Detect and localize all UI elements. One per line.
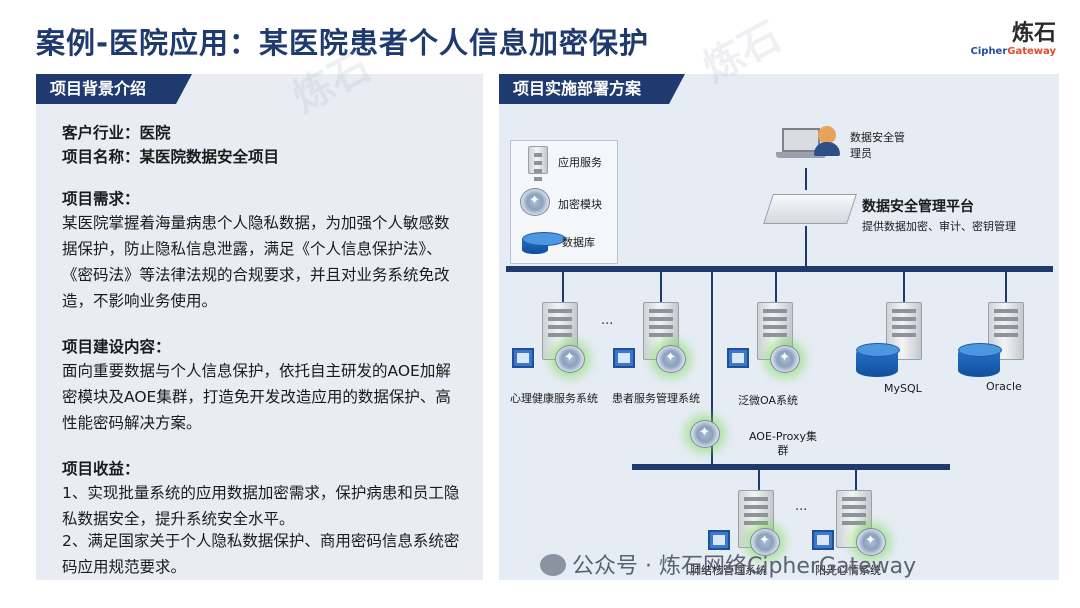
admin-label: 数据安全管理员	[850, 131, 905, 160]
platform-subtitle: 提供数据加密、审计、密钥管理	[862, 220, 1016, 233]
wechat-icon	[540, 554, 566, 576]
benefit-2: 2、满足国家关于个人隐私数据保护、商用密码信息系统密码应用规范要求。	[62, 532, 460, 576]
crypto-module-icon	[750, 528, 780, 556]
system-label: 肺结核管理系统	[690, 564, 767, 577]
db-label-mysql: MySQL	[884, 382, 922, 395]
system-label: 阳光心情系统	[815, 564, 881, 577]
legend-crypto-icon	[520, 188, 550, 216]
app-window-icon	[512, 348, 534, 368]
project-name: 项目名称：某医院数据安全项目	[62, 148, 280, 166]
link-sys2	[660, 272, 662, 304]
link-sys3	[775, 272, 777, 304]
db-label-oracle: Oracle	[986, 380, 1022, 393]
app-window-icon	[613, 348, 635, 368]
link-sys4	[758, 470, 760, 492]
database-icon	[856, 343, 900, 377]
requirements-text: 某医院掌握着海量病患个人隐私数据，为加强个人敏感数据保护，防止隐私信息泄露，满足…	[62, 214, 450, 310]
proxy-link-line	[711, 272, 713, 464]
proxy-bus-line	[632, 464, 950, 470]
crypto-module-icon	[555, 345, 585, 373]
database-icon	[958, 343, 1002, 377]
deployment-header: 项目实施部署方案	[499, 74, 685, 104]
aoe-proxy-icon	[690, 420, 720, 448]
link-sys1	[562, 272, 564, 304]
benefits-title: 项目收益：	[62, 460, 140, 478]
admin-link-line	[805, 168, 807, 190]
crypto-module-icon	[856, 528, 886, 556]
legend-db: 数据库	[562, 236, 595, 249]
platform-link-line	[805, 226, 807, 268]
system-label: 泛微OA系统	[738, 394, 798, 407]
main-bus-line	[506, 266, 1053, 272]
platform-appliance-icon	[763, 194, 857, 224]
legend-server-icon	[528, 146, 548, 174]
legend-db-icon	[522, 232, 566, 254]
cipher-gateway-logo: 炼石 CipherGateway	[970, 21, 1056, 58]
benefit-1: 1、实现批量系统的应用数据加密需求，保护病患和员工隐私数据安全，提升系统安全水平…	[62, 484, 460, 528]
crypto-module-icon	[770, 345, 800, 373]
app-window-icon	[812, 530, 834, 550]
admin-person-icon	[814, 126, 840, 156]
legend-crypto: 加密模块	[558, 198, 602, 211]
crypto-module-icon	[656, 345, 686, 373]
legend-app: 应用服务	[558, 156, 602, 169]
project-background-panel: 项目背景介绍	[36, 74, 483, 580]
link-oracle	[1005, 272, 1007, 304]
build-text: 面向重要数据与个人信息保护，依托自主研发的AOE加解密模块及AOE集群，打造免开…	[62, 362, 451, 432]
system-label: 患者服务管理系统	[612, 392, 700, 405]
link-mysql	[903, 272, 905, 304]
app-window-icon	[708, 530, 730, 550]
aoe-proxy-label: AOE-Proxy集群	[748, 430, 818, 457]
build-title: 项目建设内容：	[62, 338, 171, 356]
ellipsis: ···	[601, 317, 614, 332]
page-title: 案例-医院应用：某医院患者个人信息加密保护	[36, 26, 650, 60]
system-label: 心理健康服务系统	[510, 392, 598, 405]
app-window-icon	[727, 348, 749, 368]
ellipsis: ···	[795, 503, 808, 518]
link-sys5	[855, 470, 857, 492]
requirements-title: 项目需求：	[62, 190, 140, 208]
customer-industry: 客户行业：医院	[62, 124, 171, 142]
wechat-watermark: 公众号 · 炼石网络CipherGateway	[540, 548, 916, 580]
platform-title: 数据安全管理平台	[862, 199, 974, 215]
background-header: 项目背景介绍	[36, 74, 192, 104]
